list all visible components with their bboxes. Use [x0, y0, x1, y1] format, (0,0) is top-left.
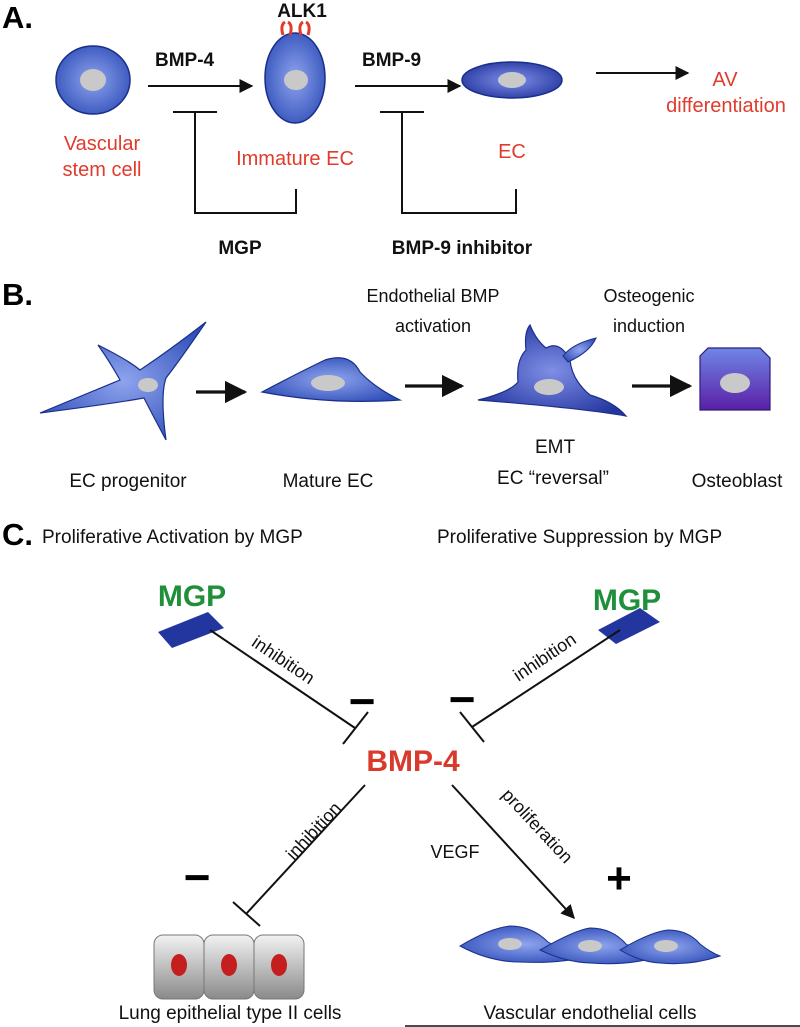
immature-ec-label: Immature EC — [236, 148, 354, 170]
right-minus: − — [449, 673, 476, 725]
vascular-endothelial-cells — [458, 925, 722, 965]
upper-right-inhibition-label: inhibition — [510, 629, 580, 685]
av-label-1: AV — [712, 69, 738, 91]
emt-cell-process — [562, 337, 597, 363]
lower-left-inhibition-bar — [232, 901, 261, 927]
panel-b-label: B. — [2, 277, 33, 312]
bmp4-arrow-label: BMP-4 — [155, 50, 215, 71]
right-title: Proliferative Suppression by MGP — [437, 527, 722, 548]
alk1-receptor-icon — [298, 20, 311, 36]
vascular-endothelial-label: Vascular endothelial cells — [484, 1003, 697, 1024]
endothelial-bmp-activation-2: activation — [395, 316, 471, 336]
osteoblast-label: Osteoblast — [692, 471, 784, 492]
vascular-stem-cell-label-1: Vascular — [64, 133, 141, 155]
lower-left-inhibition-line — [245, 784, 366, 915]
osteogenic-induction-1: Osteogenic — [603, 286, 694, 306]
right-inhibition-line — [471, 629, 621, 728]
left-inhibition-bar — [342, 711, 369, 745]
nucleus — [720, 373, 750, 393]
panel-a-label: A. — [2, 0, 33, 35]
bmp9-inhibitor-label: BMP-9 inhibitor — [392, 238, 533, 259]
lung-epithelial-cells — [153, 934, 305, 1000]
proliferation-arrow — [451, 784, 575, 920]
bmp4-center-label: BMP-4 — [366, 745, 460, 778]
av-label-2: differentiation — [666, 95, 786, 117]
ec-label: EC — [498, 141, 526, 163]
alk1-label: ALK1 — [277, 1, 327, 22]
osteogenic-induction-2: induction — [613, 316, 685, 336]
right-inhibition-bar — [459, 711, 485, 743]
vascular-stem-cell-label-2: stem cell — [63, 159, 142, 181]
plus-sign: + — [606, 854, 632, 903]
vegf-label: VEGF — [430, 842, 479, 862]
mgp-left-label: MGP — [158, 580, 226, 613]
mgp-right-label: MGP — [593, 584, 661, 617]
nucleus — [80, 69, 106, 91]
ec-progenitor-label: EC progenitor — [69, 471, 187, 492]
nucleus — [284, 70, 308, 90]
proliferation-label: proliferation — [498, 785, 577, 867]
bmp9-arrow-label: BMP-9 — [362, 50, 421, 71]
lower-minus: − — [184, 851, 211, 903]
nucleus — [498, 72, 526, 88]
mgp-inhibition-loop — [194, 112, 297, 214]
left-minus: − — [349, 675, 376, 727]
ec-reversal-label: EC “reversal” — [497, 468, 609, 489]
emt-label: EMT — [535, 437, 576, 458]
nucleus — [311, 375, 345, 391]
mgp-inhibitor-label: MGP — [218, 238, 262, 259]
mgp-left-diamond — [158, 612, 224, 648]
mature-ec-label: Mature EC — [283, 471, 374, 492]
lower-left-inhibition-label: inhibition — [282, 798, 345, 864]
left-inhibition-line — [209, 629, 356, 729]
nucleus — [534, 379, 564, 395]
ec-progenitor-cell — [39, 321, 207, 441]
left-title: Proliferative Activation by MGP — [42, 527, 303, 548]
lung-epithelial-label: Lung epithelial type II cells — [119, 1003, 342, 1024]
endothelial-bmp-activation-1: Endothelial BMP — [366, 286, 499, 306]
bmp9-inhibition-loop — [401, 112, 517, 214]
emt-cell — [477, 323, 628, 417]
panel-c-label: C. — [2, 517, 33, 552]
nucleus — [138, 378, 158, 392]
alk1-receptor-icon — [280, 20, 293, 36]
